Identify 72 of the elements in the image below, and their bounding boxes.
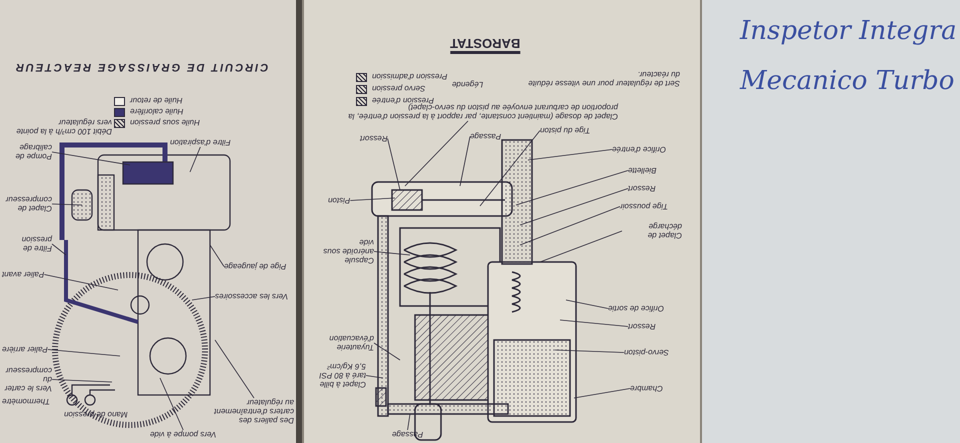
gauge-label: Mano de pression: [64, 410, 128, 419]
leader-line: [190, 146, 201, 172]
leader-line: [350, 198, 396, 201]
part-label: Clapet de compresseur: [2, 195, 52, 213]
note: Débit 100 cm³/h à la pointe vers régulateur: [15, 118, 112, 136]
part-label: Palier avant: [2, 270, 44, 279]
leader-line: [47, 349, 120, 356]
leader-line: [404, 120, 468, 186]
leader-line: [52, 204, 82, 206]
leader-line: [407, 414, 410, 430]
part-label: Ressort: [628, 322, 656, 331]
gauge-label: Thermomètre: [2, 397, 50, 406]
part-label: Pige de jaugeage: [224, 262, 286, 271]
leader-line: [460, 136, 470, 186]
part-label: Pompe de calibrage: [2, 143, 52, 161]
legend-label: Pression d'entrée: [372, 96, 434, 105]
leader-line: [52, 379, 112, 382]
leader-line: [52, 244, 66, 256]
part-label: Clapet à bille taré à 80 PSI 5,6 Kg/cm²: [318, 362, 366, 389]
part-label: Chambre: [630, 384, 663, 393]
part-label: Des paliers des carters d'entraînement au régulateur: [214, 398, 294, 425]
part-label: Vers les accessoires: [215, 292, 288, 301]
leader-line: [528, 149, 612, 160]
part-label: Clapet de dosage (maintient constante, par rapport à la pression d'entrée, la proportion de carburant envoyée au piston du servo-clapet): [318, 103, 618, 121]
leader-line: [520, 206, 620, 246]
part-label: Clapet de décharge: [622, 222, 682, 240]
part-label: Palier arrière: [2, 345, 48, 354]
part-label: Filtre de pression: [2, 235, 52, 253]
part-label: Tige poussoir: [620, 202, 668, 211]
handwritten-text: Mecanico Turbo: [740, 66, 954, 96]
leader-line: [574, 388, 630, 398]
part-label: Ressort: [360, 134, 388, 143]
leader-line: [540, 230, 622, 262]
note: Sert de régulateur pour une vitesse réduite du réacteur.: [527, 70, 680, 88]
part-label: Ressort: [628, 184, 656, 193]
section-title: CIRCUIT DE GRAISSAGE REACTEUR: [14, 60, 268, 73]
part-label: Servo-piston: [624, 348, 669, 357]
part-label: Passage: [392, 430, 424, 439]
legend-label: Huile de retour: [130, 96, 182, 105]
part-label: Piston: [328, 196, 350, 205]
leader-line: [374, 342, 400, 360]
leader-line: [366, 375, 384, 378]
legend-label: Huile calorifère: [130, 107, 184, 116]
legend-label: Huile sous pression: [130, 118, 200, 127]
legend-label: Servo pression: [372, 84, 426, 93]
leader-line: [192, 296, 216, 300]
legend-heading: Légende: [452, 80, 484, 89]
part-label: Tige du piston: [540, 126, 590, 135]
leader-line: [387, 138, 400, 190]
leader-line: [516, 170, 628, 206]
legend-label: Pression d'admission: [372, 72, 448, 81]
part-label: Passage: [470, 132, 502, 141]
leader-line: [566, 300, 608, 309]
part-label: Vers pompe à vide: [150, 430, 216, 439]
handwritten-text: Inspetor Integra: [740, 16, 957, 46]
leader-line: [44, 274, 118, 290]
part-label: Vers le carter du compresseur: [2, 366, 52, 393]
part-label: Orifice de sortie: [608, 304, 664, 313]
leader-line: [374, 251, 410, 256]
leader-line: [520, 188, 628, 226]
part-label: Capsule anéroïde sous vide: [318, 238, 374, 265]
leader-line: [554, 350, 624, 353]
part-label: Tuyauterie d'évacuation: [318, 334, 374, 352]
leader-line: [214, 340, 254, 398]
leader-line: [560, 320, 628, 327]
part-label: Biellette: [628, 166, 656, 175]
part-label: Orifice d'entrée: [612, 145, 666, 154]
diagram-title: BAROSTAT: [450, 36, 520, 54]
part-label: Filtre d'aspiration: [170, 138, 231, 147]
leader-line: [160, 378, 184, 430]
leader-line: [210, 244, 224, 267]
leader-line: [52, 152, 130, 166]
